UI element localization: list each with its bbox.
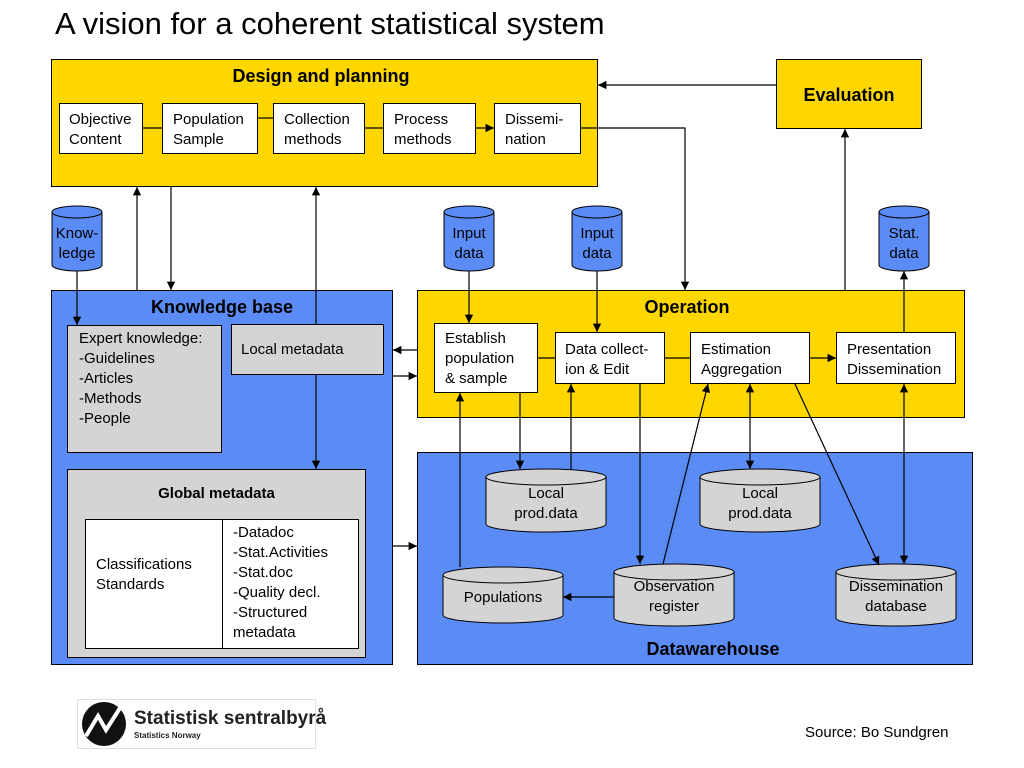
- ssb-logo-mark: [82, 702, 126, 746]
- expert-knowledge-box: Expert knowledge: -Guidelines -Articles …: [67, 325, 222, 453]
- classifications-standards: Classifications Standards: [85, 519, 223, 649]
- op-data-collection: Data collect- ion & Edit: [555, 332, 665, 384]
- step-population-sample: Population Sample: [162, 103, 258, 154]
- input-data-label-2: Input data: [580, 225, 614, 262]
- op-establish-population: Establish population & sample: [434, 323, 538, 393]
- stat-data-label: Stat. data: [888, 225, 920, 262]
- step-collection-methods: Collection methods: [273, 103, 365, 154]
- source-credit: Source: Bo Sundgren: [805, 724, 949, 741]
- local-metadata-box: Local metadata: [231, 324, 384, 375]
- datawarehouse-footer: Datawarehouse: [646, 639, 780, 659]
- connectors: [72, 80, 909, 602]
- step-process-methods: Process methods: [383, 103, 476, 154]
- design-planning-header: Design and planning: [232, 66, 410, 86]
- populations-label: Populations: [463, 589, 543, 606]
- op-estimation: Estimation Aggregation: [690, 332, 810, 384]
- dissemination-database-cylinder: [835, 563, 957, 627]
- input-data-cylinder-1: [443, 205, 495, 272]
- input-data-cylinder-2: [571, 205, 623, 272]
- operation-header: Operation: [644, 297, 730, 317]
- step-dissemination: Dissemi- nation: [494, 103, 581, 154]
- knowledge-cylinder: [51, 205, 103, 272]
- local-prod-data-cylinder-2: [699, 468, 821, 533]
- evaluation-label: Evaluation: [803, 85, 895, 105]
- step-objective-content: Objective Content: [59, 103, 143, 154]
- ssb-logo-subtitle: Statistics Norway: [134, 731, 201, 740]
- local-prod-data-label-2: Local prod.data: [728, 485, 792, 522]
- local-prod-data-label-1: Local prod.data: [514, 485, 578, 522]
- global-metadata-header: Global metadata: [158, 485, 275, 502]
- ssb-logo: [77, 699, 316, 749]
- op-presentation: Presentation Dissemination: [836, 332, 956, 384]
- knowledge-cylinder-label: Know- ledge: [55, 225, 99, 262]
- stat-data-cylinder: [878, 205, 930, 272]
- page-title: A vision for a coherent statistical syst…: [55, 6, 605, 41]
- dissemination-database-label: Dissemination database: [848, 578, 944, 615]
- observation-register-label: Observation register: [633, 578, 715, 615]
- ssb-logo-name: Statistisk sentralbyrå: [134, 708, 327, 729]
- metadata-list: -Datadoc -Stat.Activities -Stat.doc -Qua…: [222, 519, 359, 649]
- observation-register-cylinder: [613, 563, 735, 627]
- input-data-label-1: Input data: [452, 225, 486, 262]
- knowledge-base-header: Knowledge base: [150, 297, 294, 317]
- evaluation-box: [776, 59, 922, 129]
- local-prod-data-cylinder-1: [485, 468, 607, 533]
- populations-cylinder: [442, 566, 564, 624]
